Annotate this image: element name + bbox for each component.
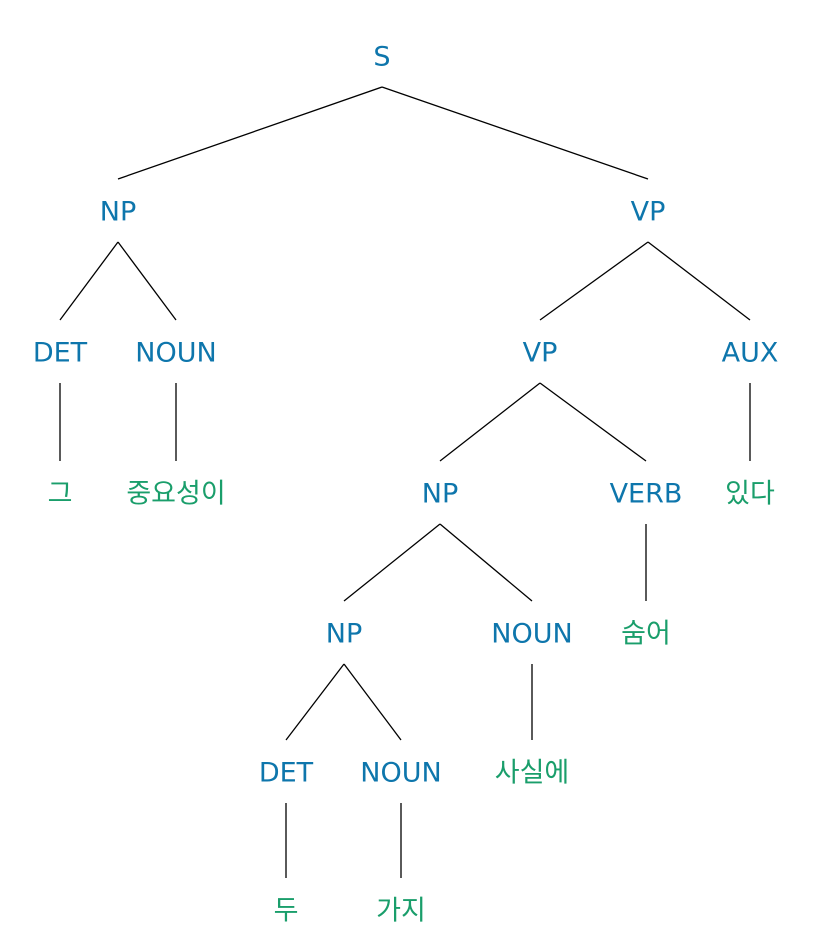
node-verb: VERB <box>610 479 683 510</box>
node-np3: NP <box>326 619 362 650</box>
word-w_geu: 그 <box>48 479 73 510</box>
word-w_du: 두 <box>274 896 299 927</box>
word-w_gaji: 가지 <box>376 896 426 927</box>
edge-np1-noun1 <box>117 241 177 321</box>
node-s: S <box>373 42 390 73</box>
edge-vp2-verb <box>539 382 647 462</box>
node-np2: NP <box>422 479 458 510</box>
word-w_itda: 있다 <box>725 479 775 510</box>
node-aux: AUX <box>722 338 779 369</box>
node-vp2: VP <box>523 338 558 369</box>
edge-np3-noun3 <box>343 663 402 741</box>
word-w_sasire: 사실에 <box>495 758 570 789</box>
node-noun3: NOUN <box>360 758 441 789</box>
node-noun2: NOUN <box>491 619 572 650</box>
edge-np2-noun2 <box>439 523 533 602</box>
edge-np1-det1 <box>59 241 119 321</box>
node-det2: DET <box>259 758 314 789</box>
edge-vp1-vp2 <box>539 241 649 321</box>
edge-np2-np3 <box>343 523 441 602</box>
node-det1: DET <box>33 338 88 369</box>
tree-edges <box>59 86 751 878</box>
node-np1: NP <box>100 197 136 228</box>
word-w_jungyoseongi: 중요성이 <box>126 479 225 510</box>
tree-labels: S NP VP DET NOUN VP AUX 그 중요성이 NP VERB 있다 NP NOUN 숨어 DE… <box>33 42 779 927</box>
edge-s-np1 <box>117 86 383 180</box>
node-noun1: NOUN <box>135 338 216 369</box>
word-w_sumeo: 숨어 <box>621 619 671 650</box>
edge-np3-det2 <box>285 663 345 741</box>
edge-s-vp1 <box>381 86 649 180</box>
edge-vp1-aux <box>647 241 751 321</box>
node-vp1: VP <box>631 197 666 228</box>
edge-vp2-np2 <box>439 382 541 462</box>
